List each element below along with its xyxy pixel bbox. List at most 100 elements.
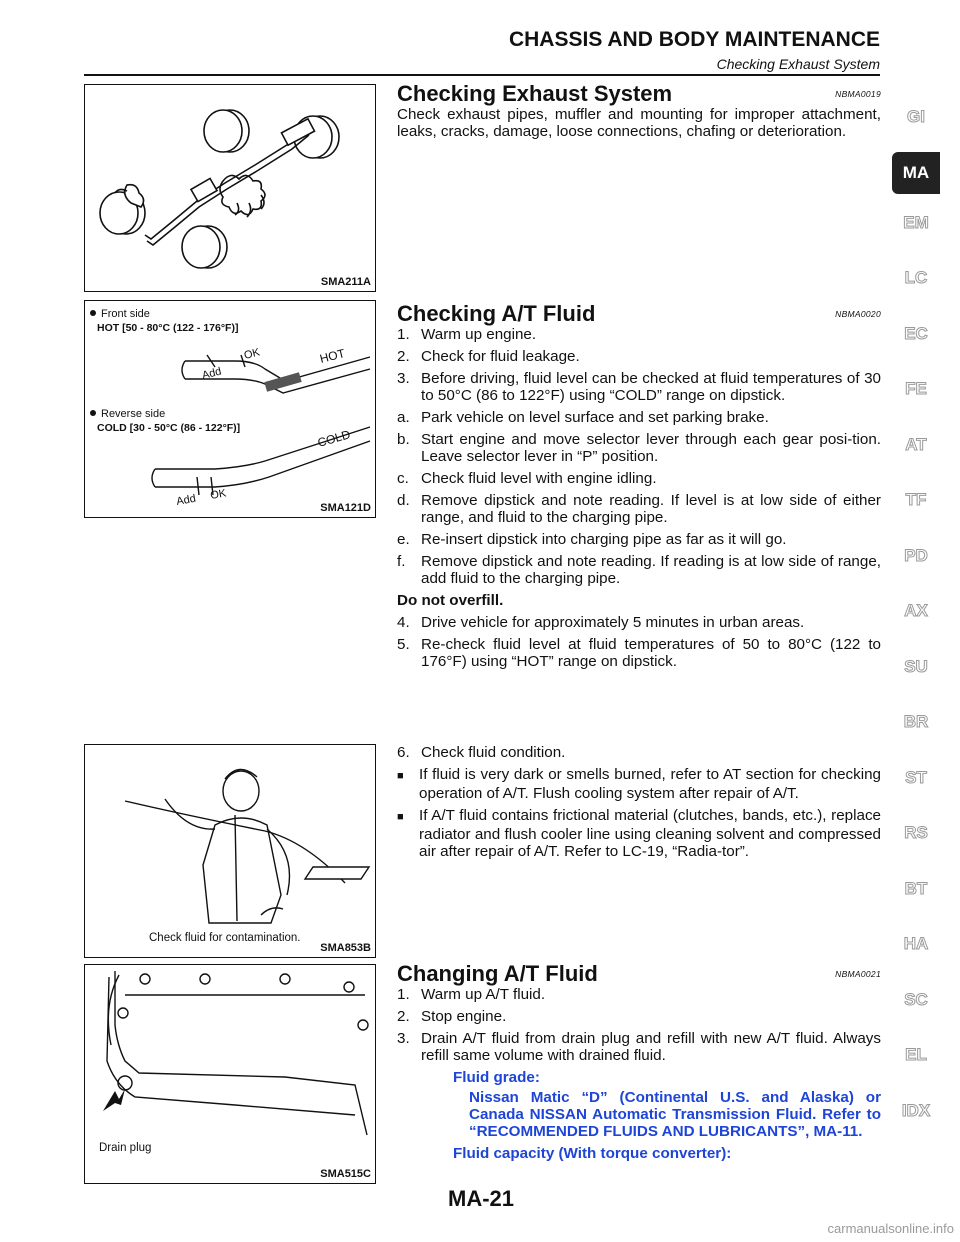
sidebar-tab-bt[interactable]: BT [904,878,928,898]
step-item: c.Check fluid level with engine idling. [397,470,881,487]
exhaust-figure: SMA211A [84,84,376,292]
page-header: CHASSIS AND BODY MAINTENANCE Checking Ex… [84,26,880,76]
step-text: Check for fluid leakage. [421,348,580,365]
step-number: 5. [397,636,410,653]
bullet-icon: ■ [397,770,404,782]
dipstick-hot-label: HOT [318,346,347,366]
sidebar-tab-gi[interactable]: GI [907,107,926,127]
drain-plug-figure: Drain plug SMA515C [84,964,376,1184]
sidebar-tab-ax[interactable]: AX [904,601,929,621]
step-number: 3. [397,1030,410,1047]
dipstick-ok-label-2: OK [209,487,227,502]
section-code: NBMA0019 [835,89,881,99]
step-item: d. Remove dipstick and note reading. If l… [397,492,881,526]
step-text: Re-check fluid level at fluid temperatur… [421,636,881,670]
fluid-spec: Fluid grade: Nissan Matic “D” (Continent… [397,1069,881,1162]
bullet-item: ■If A/T fluid contains frictional materi… [397,807,881,860]
step-text: Re-insert dipstick into charging pipe as… [421,531,787,548]
step-text: Drain A/T fluid from drain plug and refi… [421,1030,881,1064]
step-item: 1.Warm up A/T fluid. [397,986,881,1003]
section-index-sidebar: GI MA EM LC EC FE AT TF PD AX SU BR ST R… [892,96,940,1132]
step-text: Start engine and move selector lever thr… [421,431,881,465]
sidebar-tab-lc[interactable]: LC [904,268,928,288]
step-item: 6.Check fluid condition. [397,744,881,761]
step-item: e. Re-insert dipstick into charging pipe … [397,531,881,548]
exhaust-section: Checking Exhaust System NBMA0019 Check e… [397,82,881,143]
sidebar-tab-pd[interactable]: PD [904,545,929,565]
sidebar-tab-idx[interactable]: IDX [901,1100,931,1120]
dipstick-figure: Front side HOT [50 - 80°C (122 - 176°F)]… [84,300,376,518]
step-text: Warm up engine. [421,326,537,343]
step-number: d. [397,492,410,509]
step-number: 1. [397,986,410,1003]
sidebar-tab-em[interactable]: EM [903,212,930,232]
step-number: 2. [397,1008,410,1025]
step-number: b. [397,431,410,448]
figure-caption: SMA121D [320,502,371,514]
dipstick-cold-label: COLD [316,427,352,450]
step-number: 1. [397,326,410,343]
step-text: Park vehicle on level surface and set pa… [421,409,769,426]
step-text: Drive vehicle for approximately 5 minute… [421,614,805,631]
overfill-warning: Do not overfill. [397,592,504,609]
bullet-item: ■ If fluid is very dark or smells burned,… [397,766,881,802]
sidebar-tab-at[interactable]: AT [905,434,927,454]
fluid-grade-label: Fluid grade: [453,1069,540,1086]
sidebar-tab-su[interactable]: SU [904,656,929,676]
section-heading: Checking A/T Fluid NBMA0020 [397,302,881,326]
watermark: carmanualsonline.info [827,1221,954,1236]
drain-plug-label: Drain plug [99,1142,151,1154]
bullet-text: If A/T fluid contains frictional materia… [419,807,881,860]
sidebar-tab-br[interactable]: BR [903,712,929,732]
step-item: 5. Re-check fluid level at fluid temperat… [397,636,881,670]
dipstick-illustration: Front side HOT [50 - 80°C (122 - 176°F)]… [90,308,371,508]
sidebar-tab-sc[interactable]: SC [904,989,929,1009]
step-number: f. [397,553,406,570]
step-text: Remove dipstick and note reading. If lev… [421,492,881,526]
step-item: 3.Before driving, fluid level can be che… [397,370,881,404]
page-number: MA-21 [448,1186,515,1211]
sidebar-tab-tf[interactable]: TF [905,490,927,510]
section-code: NBMA0021 [835,969,881,979]
step-item: 3. Drain A/T fluid from drain plug and re… [397,1030,881,1064]
step-text: Remove dipstick and note reading. If rea… [421,553,881,587]
step-text: Check fluid condition. [421,744,566,761]
sidebar-tab-st[interactable]: ST [905,767,928,787]
inspection-figure: Check fluid for contamination. SMA853B [84,744,376,958]
fluid-condition-section: 6.Check fluid condition. ■ If fluid is ve… [397,744,881,865]
figure-caption: SMA853B [320,942,371,954]
step-number: e. [397,531,410,548]
reverse-side-label: Reverse side [101,408,165,420]
step-item: b. Start engine and move selector lever t… [397,431,881,465]
sidebar-tab-fe[interactable]: FE [905,379,928,399]
figure-caption: SMA515C [320,1168,371,1180]
sidebar-tab-rs[interactable]: RS [904,823,929,843]
sidebar-tab-el[interactable]: EL [905,1045,928,1065]
dipstick-add-label: Add [201,366,223,382]
sidebar-tab-ec[interactable]: EC [904,323,929,343]
step-number: 4. [397,614,410,631]
bullet-text: If fluid is very dark or smells burned, … [419,766,881,802]
section-heading: Changing A/T Fluid NBMA0021 [397,962,881,986]
section-body: Check exhaust pipes, muffler and mountin… [397,106,881,140]
inspection-label: Check fluid for contamination. [149,932,301,944]
header-subtitle: Checking Exhaust System [716,56,880,72]
hot-range-label: HOT [50 - 80°C (122 - 176°F)] [97,322,238,334]
sidebar-tab-ha[interactable]: HA [903,934,929,954]
inspection-illustration: Check fluid for contamination. [124,768,371,944]
step-item: a.Park vehicle on level surface and set … [397,409,881,426]
step-item: f. Remove dipstick and note reading. If r… [397,553,881,587]
step-item: 4. Drive vehicle for approximately 5 minu… [397,614,881,631]
section-title: Checking Exhaust System [397,81,673,106]
figure-caption: SMA211A [320,276,371,288]
section-title: Checking A/T Fluid [397,301,596,326]
step-item: 2.Stop engine. [397,1008,881,1025]
front-side-label: Front side [101,308,150,320]
header-title: CHASSIS AND BODY MAINTENANCE [508,28,880,51]
section-title: Changing A/T Fluid [397,961,598,986]
atf-change-section: Changing A/T Fluid NBMA0021 1.Warm up A/… [397,962,881,1165]
step-item: 1. Warm up engine. [397,326,881,343]
fluid-grade-value: Nissan Matic “D” (Continental U.S. and A… [469,1089,881,1140]
step-number: c. [397,470,409,487]
sidebar-tab-ma[interactable]: MA [892,151,940,194]
